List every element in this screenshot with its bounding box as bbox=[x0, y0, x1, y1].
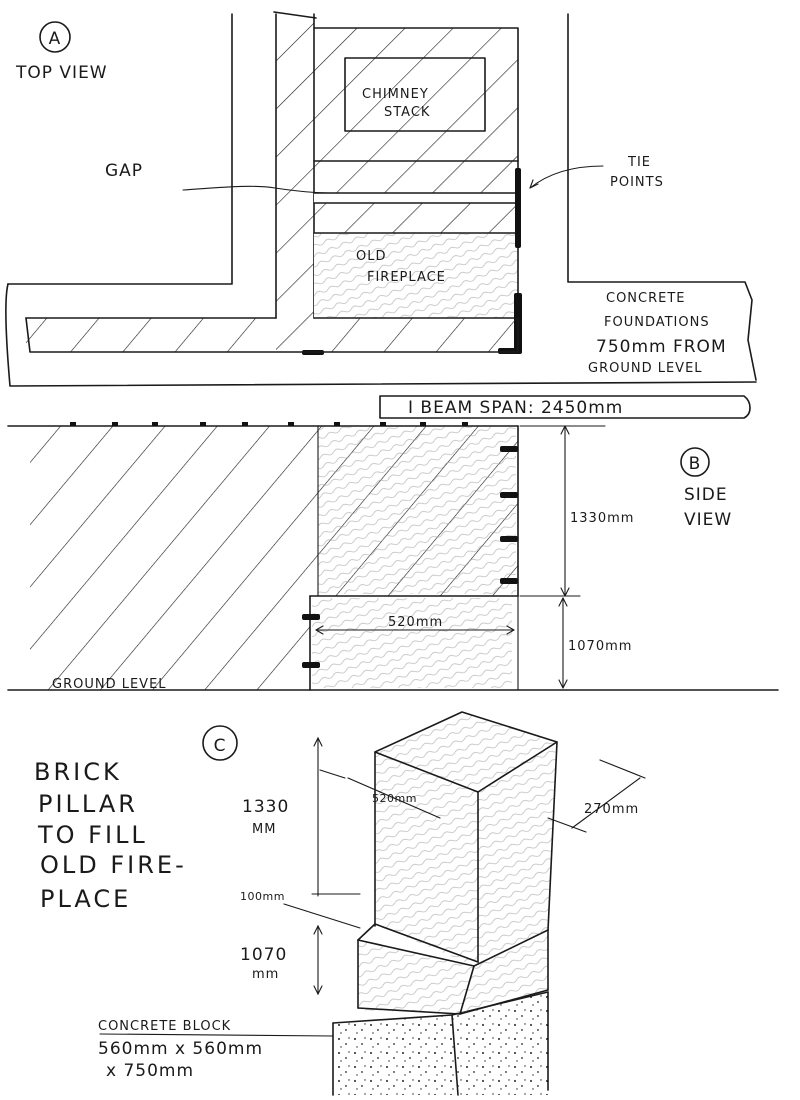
foundation-note-line1: CONCRETE bbox=[606, 291, 686, 306]
foundation-note-line3: 750mm FROM bbox=[596, 337, 727, 357]
gap-label: GAP bbox=[105, 161, 143, 181]
pillar-title-line5: PLACE bbox=[40, 885, 131, 913]
dim-height-upper: 1330mm bbox=[519, 425, 634, 597]
dim-width-520: 520mm bbox=[315, 615, 515, 635]
side-view-title-line1: SIDE bbox=[684, 485, 728, 505]
top-view: A TOP VIEW GAP CHIMNEY STACK OLD bbox=[5, 11, 757, 387]
chimney-stack bbox=[344, 57, 486, 132]
tie-points-leader bbox=[529, 165, 604, 189]
svg-text:C: C bbox=[214, 736, 227, 756]
dim-pillar-step: 100mm bbox=[240, 890, 361, 929]
chimney-label-line1: CHIMNEY bbox=[362, 87, 429, 102]
svg-text:520mm: 520mm bbox=[388, 615, 443, 630]
tie-label-line2: POINTS bbox=[610, 175, 664, 190]
right-outer-wall bbox=[567, 13, 757, 381]
dim-pillar-lower: 1070 mm bbox=[240, 924, 323, 996]
svg-text:A: A bbox=[49, 29, 62, 49]
fireplace-label-line1: OLD bbox=[356, 249, 387, 264]
block-label-line2: 560mm x 560mm bbox=[98, 1039, 263, 1059]
pillar-title-line2: PILLAR bbox=[38, 790, 138, 818]
side-view: I BEAM SPAN: 2450mm GROUND LEVEL bbox=[7, 395, 779, 692]
svg-text:1330mm: 1330mm bbox=[570, 511, 634, 526]
foundation-outline bbox=[5, 283, 757, 387]
view-b-marker: B bbox=[680, 447, 710, 477]
svg-text:1070mm: 1070mm bbox=[568, 639, 632, 654]
svg-text:1330: 1330 bbox=[242, 797, 289, 817]
i-beam-label-box: I BEAM SPAN: 2450mm bbox=[379, 395, 751, 419]
block-label-line3: x 750mm bbox=[106, 1061, 194, 1081]
dim-pillar-width: 520mm bbox=[319, 769, 441, 819]
left-outer-wall bbox=[7, 13, 233, 285]
svg-text:270mm: 270mm bbox=[584, 802, 639, 817]
foundation-note-line4: GROUND LEVEL bbox=[588, 361, 703, 376]
top-view-title: TOP VIEW bbox=[15, 63, 108, 83]
pillar-lower bbox=[357, 923, 549, 1015]
foundation-note-line2: FOUNDATIONS bbox=[604, 315, 710, 330]
svg-text:MM: MM bbox=[252, 822, 276, 837]
pillar-view: C BRICK PILLAR TO FILL OLD FIRE- PLACE bbox=[34, 711, 646, 1096]
dim-pillar-depth: 270mm bbox=[547, 759, 646, 833]
wall-elevation bbox=[7, 425, 519, 691]
ground-level-label: GROUND LEVEL bbox=[52, 677, 167, 692]
svg-text:100mm: 100mm bbox=[240, 890, 285, 903]
foundation-strip bbox=[25, 317, 519, 353]
party-wall bbox=[273, 11, 317, 319]
view-a-marker: A bbox=[39, 21, 71, 53]
svg-text:1070: 1070 bbox=[240, 945, 287, 965]
svg-text:520mm: 520mm bbox=[372, 792, 417, 805]
fireplace-label-line2: FIREPLACE bbox=[367, 270, 446, 285]
dim-pillar-upper: 1330 MM bbox=[242, 736, 361, 897]
svg-text:B: B bbox=[689, 454, 702, 474]
pillar-title-line3: TO FILL bbox=[37, 821, 148, 849]
pillar-title-line1: BRICK bbox=[34, 758, 122, 786]
svg-text:mm: mm bbox=[252, 967, 279, 982]
tie-label-line1: TIE bbox=[627, 155, 651, 170]
chimney-label-line2: STACK bbox=[384, 105, 430, 120]
pillar-title-line4: OLD FIRE- bbox=[40, 851, 187, 879]
pillar-upper bbox=[374, 711, 558, 966]
side-view-title-line2: VIEW bbox=[684, 510, 732, 530]
block-label-leader bbox=[99, 1033, 334, 1037]
concrete-block bbox=[332, 991, 549, 1096]
beam-ties bbox=[70, 422, 518, 668]
view-c-marker: C bbox=[202, 725, 238, 761]
svg-text:I BEAM SPAN: 2450mm: I BEAM SPAN: 2450mm bbox=[408, 398, 623, 418]
block-label-line1: CONCRETE BLOCK bbox=[98, 1019, 231, 1034]
dim-height-lower: 1070mm bbox=[519, 595, 632, 689]
